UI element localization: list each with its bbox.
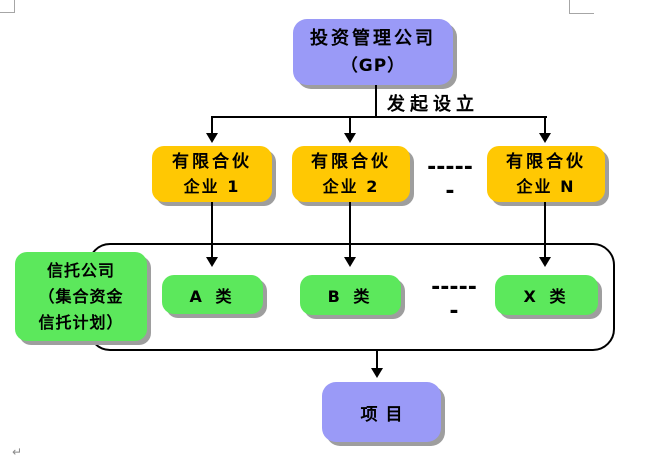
class-x-box: X 类 <box>495 275 598 315</box>
partnership1-label-line2: 企业 1 <box>183 177 241 196</box>
partnership2-label-line1: 有限合伙 <box>311 152 391 172</box>
class-a-box: A 类 <box>162 275 263 314</box>
arrowhead-branch2-icon <box>344 133 356 143</box>
connector-class3-line <box>544 202 546 258</box>
arrowhead-project-icon <box>371 368 383 378</box>
trust-label-line2: （集合资金 <box>38 286 124 306</box>
connector-project-line <box>376 349 378 369</box>
edge-label-initiate: 发起设立 <box>387 94 479 115</box>
arrowhead-class3-icon <box>539 257 551 267</box>
line-break-mark: ↵ <box>12 445 23 459</box>
limited-partnership-box-2: 有限合伙 企业 2 <box>292 146 410 202</box>
trust-company-box: 信托公司 （集合资金 信托计划） <box>15 252 147 341</box>
partnership2-label-line2: 企业 2 <box>322 177 380 196</box>
table-corner-mark-top-right <box>569 0 594 14</box>
partnershipN-label-line1: 有限合伙 <box>506 152 586 172</box>
connector-riser-line <box>375 85 377 117</box>
limited-partnership-box-n: 有限合伙 企业 N <box>487 146 605 202</box>
limited-partnership-box-1: 有限合伙 企业 1 <box>152 146 272 202</box>
arrowhead-class2-icon <box>344 257 356 267</box>
trust-label-line3: 信托计划） <box>38 312 124 332</box>
arrowhead-branch1-icon <box>206 133 218 143</box>
connector-branch1-line <box>211 116 213 134</box>
ellipsis-class-row: ------ <box>431 275 477 324</box>
arrowhead-class1-icon <box>206 257 218 267</box>
investment-management-company-box: 投资管理公司 （GP） <box>293 19 453 85</box>
connector-branch3-line <box>544 116 546 134</box>
connector-class2-line <box>349 202 351 258</box>
connector-branch-line <box>211 116 547 118</box>
trust-label-line1: 信托公司 <box>46 260 115 280</box>
partnership1-label-line1: 有限合伙 <box>172 152 252 172</box>
table-corner-mark-top-left <box>0 0 15 13</box>
investment-company-label: 投资管理公司 <box>310 28 436 49</box>
connector-class1-line <box>211 202 213 258</box>
arrowhead-branch3-icon <box>539 133 551 143</box>
partnershipN-label-line2: 企业 N <box>516 177 576 196</box>
class-b-box: B 类 <box>300 275 401 315</box>
connector-branch2-line <box>349 116 351 134</box>
ellipsis-partnership-row: ------ <box>427 155 473 204</box>
gp-label: （GP） <box>340 56 406 76</box>
project-box: 项目 <box>322 382 441 442</box>
